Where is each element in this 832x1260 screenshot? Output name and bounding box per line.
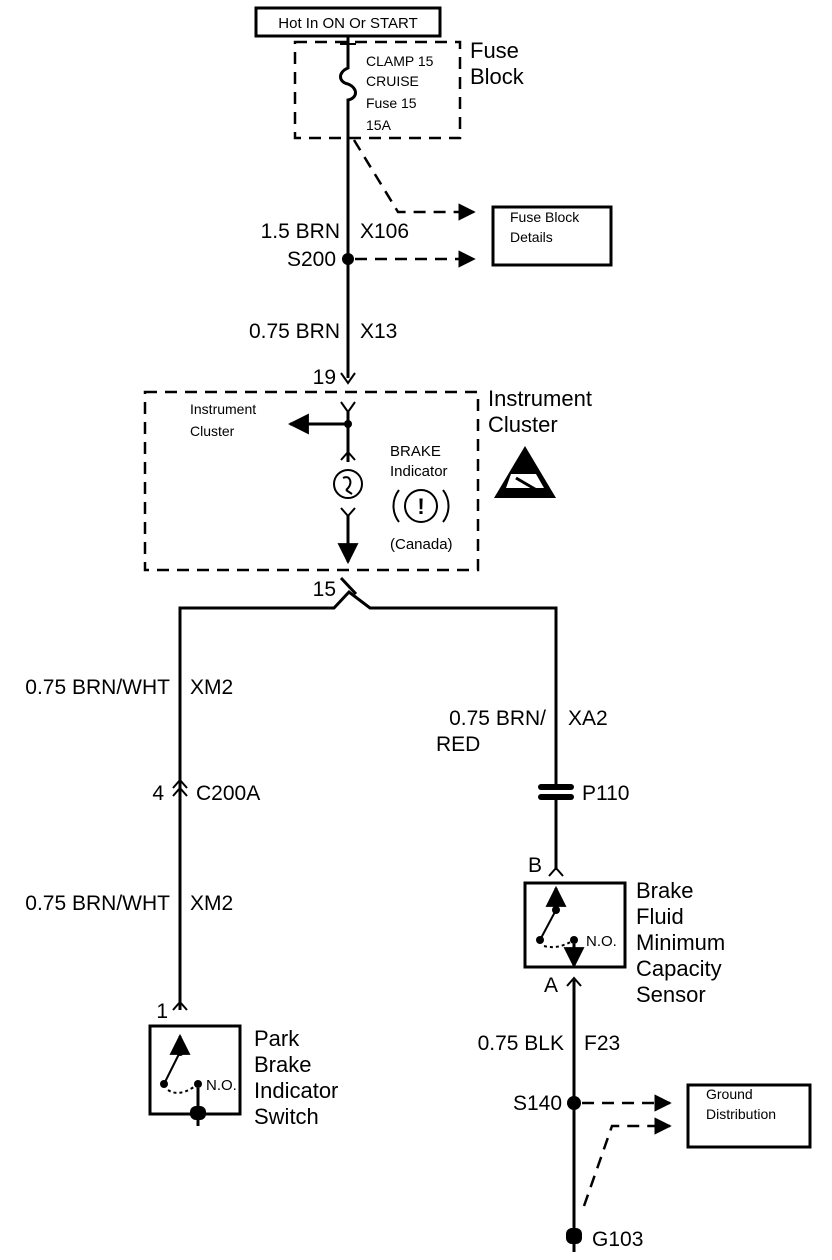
connector-c200a: 4 C200A (152, 778, 260, 805)
switch-icon (163, 1051, 181, 1085)
bulb-icon (333, 469, 363, 499)
switch-pin-label: 1 (156, 1000, 168, 1023)
wire-f23-gauge: 0.75 BLK (478, 1032, 564, 1055)
wire-xm2-circuit-top: XM2 (190, 676, 233, 699)
instrument-cluster: Instrument Cluster BRAKE Indicator ! (Ca… (143, 386, 592, 572)
c200a-pin-label: 4 (152, 782, 164, 805)
internal-cluster-label-2: Cluster (190, 423, 235, 439)
fuse-block-outline (293, 40, 462, 140)
sensor-pin-a-label: A (544, 974, 558, 997)
brake-warning-icon: ! (392, 489, 450, 523)
pin-19-label: 19 (313, 366, 336, 389)
splice-s200-dot (342, 253, 354, 265)
wire-x13-circuit: X13 (360, 320, 397, 343)
ground-distribution-label-1: Ground (706, 1086, 753, 1102)
fuse-label-4: 15A (366, 117, 392, 133)
splice-s200-label: S200 (287, 248, 336, 271)
sensor-label-3: Minimum (636, 930, 725, 955)
sensor-no-label: N.O. (586, 933, 617, 950)
wire-x106-gauge: 1.5 BRN (261, 220, 340, 243)
sensor-label-1: Brake (636, 878, 693, 903)
park-switch-label-1: Park (254, 1026, 300, 1051)
canada-label: (Canada) (390, 536, 453, 553)
ground-distribution-box: Ground Distribution (686, 1083, 812, 1149)
g103-label: G103 (592, 1228, 643, 1251)
wire-x13-gauge: 0.75 BRN (249, 320, 340, 343)
wire-xa2-circuit: XA2 (568, 707, 608, 730)
ground-distribution-label-2: Distribution (706, 1106, 776, 1122)
fuse-icon (339, 44, 357, 140)
fuse-label-3: Fuse 15 (366, 95, 417, 111)
fuse-label-2: CRUISE (366, 73, 419, 89)
ground-g103: G103 (566, 1228, 643, 1252)
p110-label: P110 (582, 782, 630, 805)
wire-xa2-gauge-1: 0.75 BRN/ (449, 707, 546, 730)
fuse-block-title-2: Block (470, 64, 525, 89)
power-source-label: Hot In ON Or START (278, 15, 417, 32)
brake-warning-glyph: ! (417, 494, 424, 519)
instrument-cluster-outline (143, 390, 480, 572)
fuse-block-title-1: Fuse (470, 38, 519, 63)
park-switch-no-label: N.O. (206, 1077, 237, 1094)
fuse-block-details-label-1: Fuse Block (510, 209, 580, 225)
wire-f23-circuit: F23 (584, 1032, 620, 1055)
power-source-box: Hot In ON Or START (254, 6, 442, 38)
fuse-block-details-label-2: Details (510, 229, 553, 245)
splice-s140-label: S140 (513, 1092, 562, 1115)
c200a-label: C200A (196, 782, 260, 805)
wire-xm2-gauge-top: 0.75 BRN/WHT (25, 676, 170, 699)
fuse-label-1: CLAMP 15 (366, 53, 434, 69)
park-brake-switch: N.O. Park Brake Indicator Switch (148, 1024, 338, 1129)
sensor-pin-b-label: B (528, 854, 542, 877)
park-switch-label-3: Indicator (254, 1078, 338, 1103)
instrument-cluster-title-1: Instrument (488, 386, 592, 411)
instrument-cluster-title-2: Cluster (488, 412, 558, 437)
wire-xa2-gauge-2: RED (436, 733, 480, 756)
brake-fluid-sensor: N.O. Brake Fluid Minimum Capacity Sensor (523, 878, 725, 1007)
wire-xm2-circuit-bottom: XM2 (190, 892, 233, 915)
wire-x106-circuit: X106 (360, 220, 409, 243)
splice-s140-dot (567, 1096, 581, 1110)
wire-xm2-gauge-bottom: 0.75 BRN/WHT (25, 892, 170, 915)
park-switch-label-4: Switch (254, 1104, 319, 1129)
sensor-label-2: Fluid (636, 904, 684, 929)
pin-15-label: 15 (313, 578, 336, 601)
internal-cluster-label-1: Instrument (190, 401, 256, 417)
fuse-block-details-box: Fuse Block Details (491, 205, 613, 267)
connector-p110: P110 (538, 782, 630, 805)
sensor-label-4: Capacity (636, 956, 722, 981)
fuse-block: CLAMP 15 CRUISE Fuse 15 15A Fuse Block (293, 36, 525, 140)
brake-indicator-label-2: Indicator (390, 463, 448, 480)
park-switch-label-2: Brake (254, 1052, 311, 1077)
sensor-label-5: Sensor (636, 982, 706, 1007)
brake-indicator-label-1: BRAKE (390, 443, 441, 460)
esd-warning-icon (494, 446, 556, 498)
